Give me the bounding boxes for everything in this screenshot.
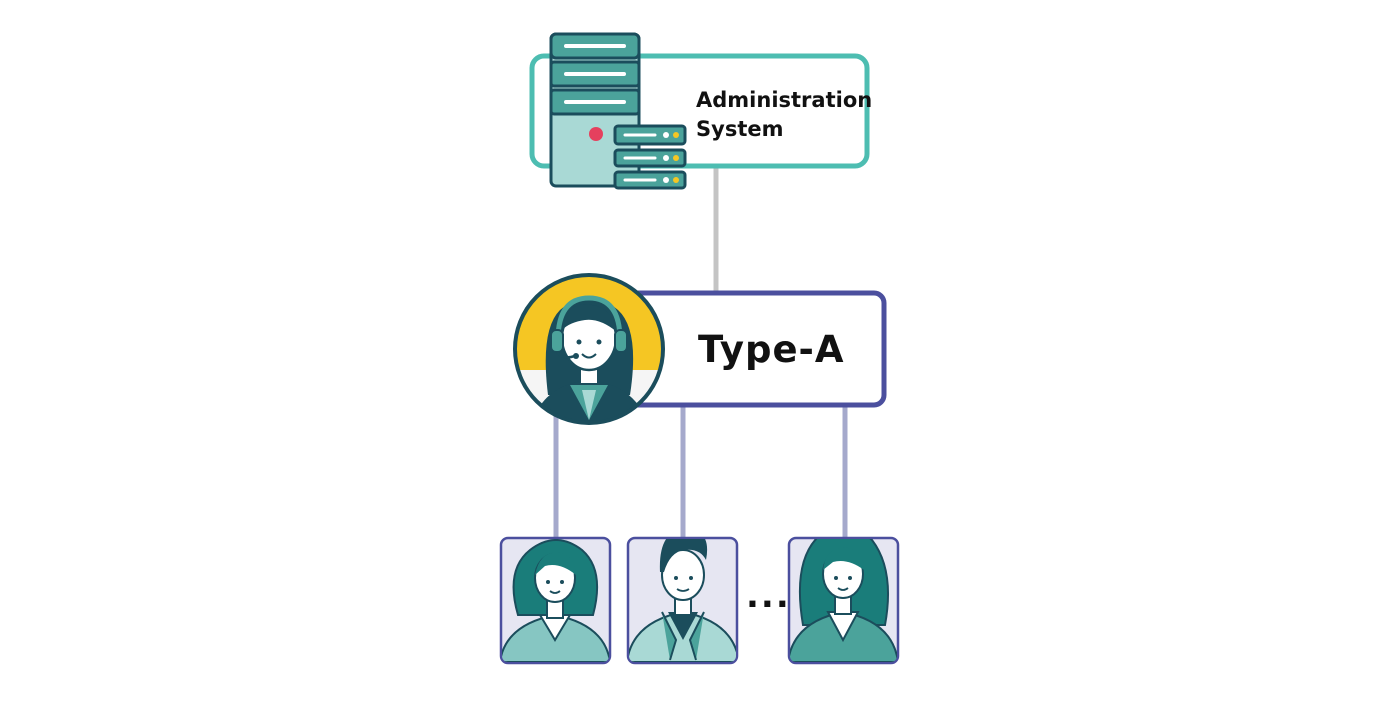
more-users-ellipsis: ... [746, 576, 791, 616]
admin-system-label: Administration System [696, 86, 872, 144]
operator-headset-icon [513, 273, 665, 425]
user-woman-icon [499, 536, 612, 665]
server-icon [549, 32, 687, 190]
user-woman-icon [787, 536, 900, 665]
user-man-icon [626, 536, 739, 665]
admin-label-line1: Administration [696, 88, 873, 112]
type-a-label: Type-A [698, 328, 845, 371]
admin-label-line2: System [696, 117, 784, 141]
